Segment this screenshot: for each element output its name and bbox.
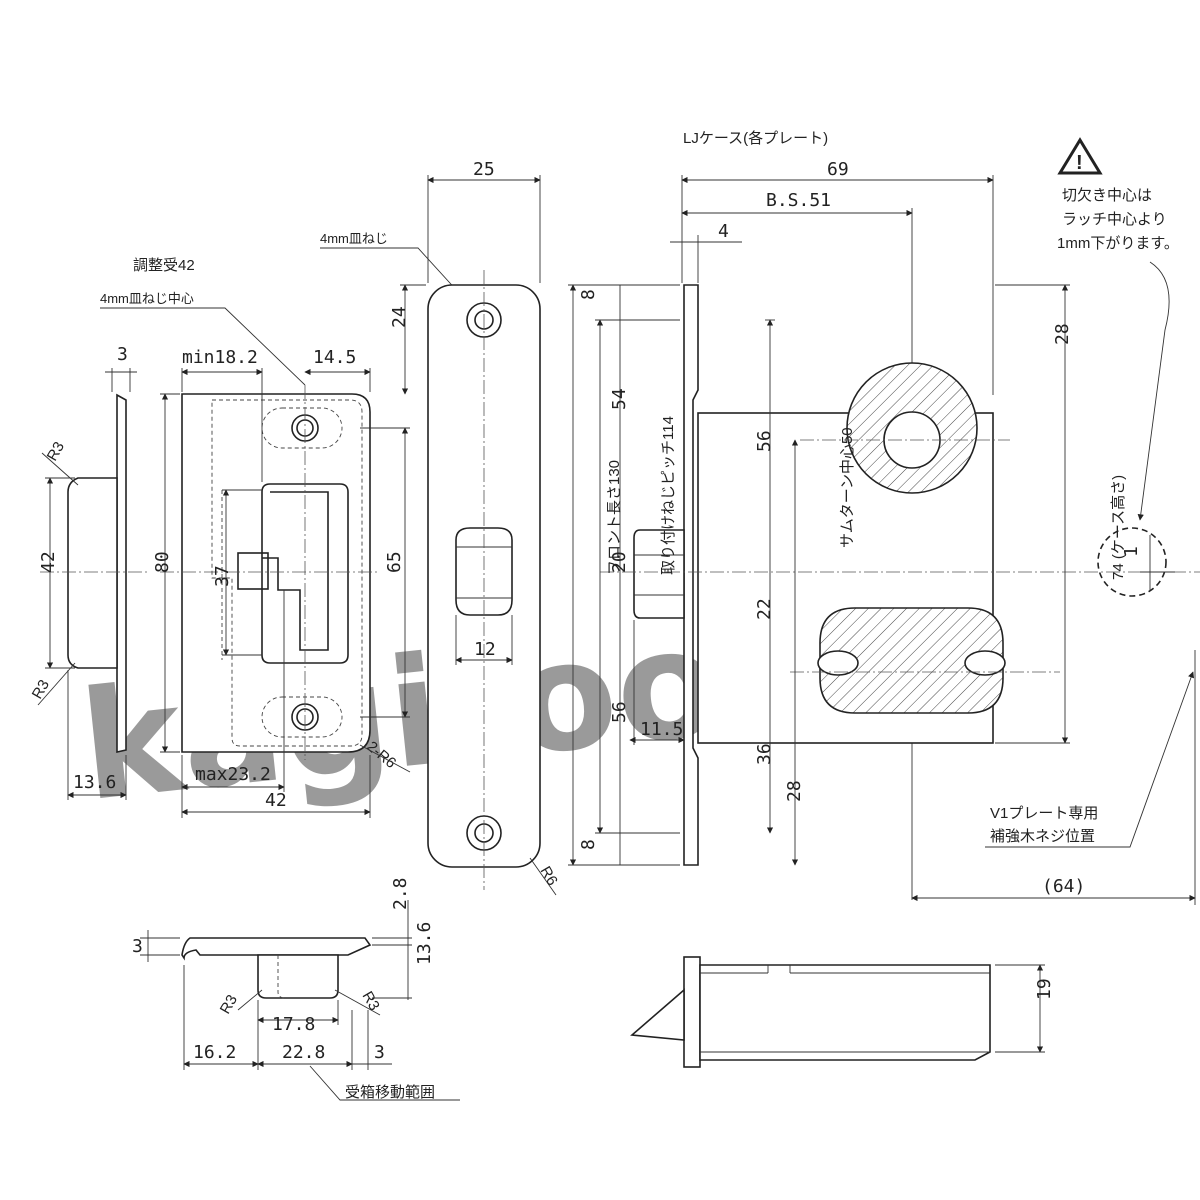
case-side-view: 19 (630, 956, 1055, 1068)
front-screw-label: 4mm皿ねじ (320, 231, 388, 246)
warning-line-1: 切欠き中心は (1062, 187, 1152, 204)
front-plate-view: 4mm皿ねじ 25 24 12 R6 (320, 159, 561, 896)
case-cylinder-cutout (819, 607, 1004, 714)
dim-bottom-r3-left: R3 (217, 992, 241, 1017)
strike-adjuster (237, 552, 269, 590)
warning-triangle-icon (1057, 137, 1103, 175)
dim-bottom-3: 3 (132, 936, 143, 957)
v1-note-line2: 補強木ネジ位置 (990, 828, 1095, 845)
dim-front-25: 25 (473, 159, 495, 180)
dim-bottom-136: 13.6 (414, 922, 435, 965)
dim-case-115: 11.5 (640, 719, 683, 740)
dim-thumbturn-center: サムターン中心50 (839, 427, 856, 548)
dim-r3-top: R3 (44, 439, 68, 464)
strike-side-plate (116, 393, 127, 753)
dim-bottom-3b: 3 (374, 1042, 385, 1063)
dim-42-horizontal: 42 (265, 790, 287, 811)
strike-title: 調整受42 (133, 257, 195, 274)
dim-37: 37 (212, 565, 233, 587)
dim-bottom-178: 17.8 (272, 1014, 315, 1035)
strike-latch-opening (261, 483, 349, 664)
dim-case-69: 69 (827, 159, 849, 180)
strike-bottom-box (257, 954, 339, 999)
dim-screw-pitch: 取り付けねじピッチ114 (660, 416, 677, 575)
warning-line-3: 1mm下がります。 (1057, 235, 1179, 252)
front-latch (455, 527, 513, 616)
dim-65: 65 (384, 551, 405, 573)
v1-note-line1: V1プレート専用 (990, 805, 1098, 822)
dim-front-12: 12 (474, 639, 496, 660)
side-case-body (699, 964, 991, 1061)
dim-front-length: フロント長さ130 (606, 460, 623, 575)
range-label: 受箱移動範囲 (345, 1083, 435, 1101)
dim-side-19: 19 (1034, 978, 1055, 1000)
dim-front-r6: R6 (537, 864, 561, 889)
dim-bottom-162: 16.2 (193, 1042, 236, 1063)
dim-case-56: 56 (754, 430, 775, 452)
dim-min: min18.2 (182, 347, 258, 368)
dim-case-28-bottom: 28 (784, 780, 805, 802)
strike-screw-center-label: 4mm皿ねじ中心 (100, 291, 194, 306)
dim-case-64: (64) (1042, 876, 1085, 897)
warning-detail-value: 1 (1121, 546, 1142, 557)
dim-case-4: 4 (718, 221, 729, 242)
dim-case-20: 20 (609, 551, 630, 573)
warning-detail-circle (1097, 527, 1167, 597)
case-front-plate (683, 284, 699, 866)
case-latch-bolt (633, 529, 685, 619)
dim-r3-bottom: R3 (29, 677, 53, 702)
warning-note: ! 切欠き中心は ラッチ中心より 1mm下がります。 1 (1057, 137, 1179, 597)
dim-case-8-top: 8 (578, 289, 599, 300)
strike-bottom-view: 3 2.8 13.6 R3 R3 17.8 16.2 22.8 3 受箱移動範囲 (132, 877, 460, 1101)
strike-side-box (67, 477, 118, 669)
dim-front-24: 24 (389, 306, 410, 328)
warning-exclaim: ! (1076, 152, 1083, 174)
warning-line-2: ラッチ中心より (1062, 211, 1167, 228)
dim-max: max23.2 (195, 764, 271, 785)
dim-bottom-28: 2.8 (390, 877, 411, 910)
side-front-plate (683, 956, 701, 1068)
strike-bottom-plate (181, 937, 372, 961)
screw-center-leader (100, 307, 306, 386)
dim-case-8-bottom: 8 (578, 839, 599, 850)
dim-case-54: 54 (609, 388, 630, 410)
dim-80: 80 (152, 551, 173, 573)
dim-plate-thick: 3 (117, 344, 128, 365)
case-view: LJケース(各プレート) 69 B.S.51 4 フロント長さ (568, 130, 1200, 905)
dim-case-bs: B.S.51 (766, 190, 831, 211)
dim-case-height: 74 (ケース高さ) (1110, 475, 1127, 580)
strike-box-outline (211, 399, 363, 747)
dim-case-22: 22 (754, 598, 775, 620)
dim-case-56-left: 56 (609, 701, 630, 723)
dim-offset: 14.5 (313, 347, 356, 368)
dim-case-28: 28 (1052, 323, 1073, 345)
dim-bottom-228: 22.8 (282, 1042, 325, 1063)
side-latch (630, 988, 685, 1041)
dim-case-36: 36 (754, 743, 775, 765)
case-title: LJケース(各プレート) (683, 130, 828, 147)
dim-42-vertical: 42 (38, 551, 59, 573)
dim-136: 13.6 (73, 772, 116, 793)
strike-front-view: 調整受42 4mm皿ねじ中心 3 R3 R3 42 13.6 (29, 257, 411, 818)
